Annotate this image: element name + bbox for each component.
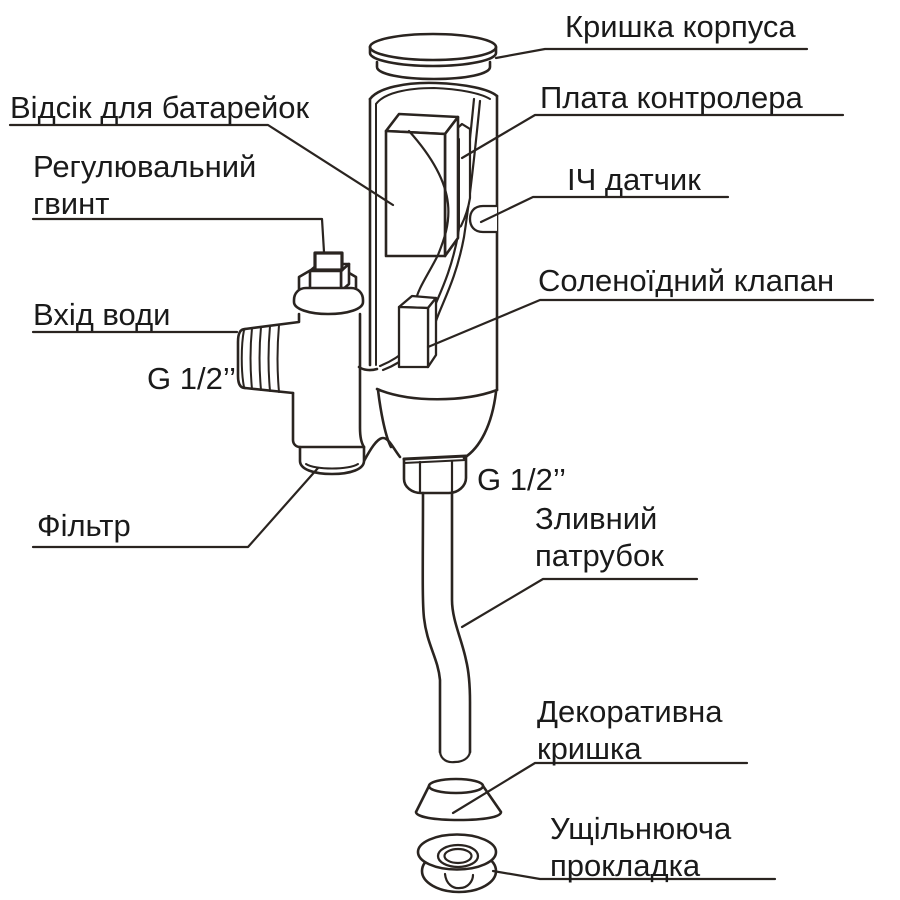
label-sealing-gasket: Ущільнююча прокладка: [550, 811, 732, 883]
drain-pipe-drawing: [421, 491, 472, 764]
leader-cover: [451, 761, 749, 815]
solenoid-box-drawing: [397, 294, 438, 369]
valve-body-drawing: [236, 251, 366, 476]
label-drain-pipe: Зливний патрубок: [535, 501, 664, 573]
cone-body-drawing: [362, 387, 499, 495]
label-filter: Фільтр: [37, 508, 131, 543]
leader-controller-board: [460, 113, 845, 160]
leader-cap: [494, 47, 809, 60]
battery-box-drawing: [384, 112, 460, 258]
leader-battery: [8, 123, 395, 207]
leader-ir-sensor: [479, 195, 730, 224]
label-battery: Відсік для батарейок: [10, 90, 310, 125]
label-solenoid-valve: Соленоїдний клапан: [538, 263, 835, 298]
label-cap: Кришка корпуса: [565, 9, 796, 44]
wire-drawing: [407, 129, 450, 305]
leader-filter: [31, 466, 320, 549]
cap-drawing: [368, 32, 498, 81]
label-decorative-cover: Декоративна кришка: [537, 694, 723, 766]
label-controller-board: Плата контролера: [540, 80, 803, 115]
leader-gasket: [491, 869, 777, 881]
label-adjustment-screw: Регулювальний гвинт: [33, 149, 257, 221]
label-ir-sensor: ІЧ датчик: [567, 162, 701, 197]
leader-screw: [31, 217, 326, 254]
label-inlet-thread: G 1/2’’: [147, 361, 237, 396]
gasket-drawing: [416, 833, 498, 894]
leader-lines: [8, 47, 875, 881]
leader-solenoid: [426, 298, 875, 349]
ir-sensor-drawing: [468, 204, 499, 234]
label-water-inlet: Вхід води: [33, 297, 171, 332]
decorative-cover-drawing: [414, 777, 503, 822]
leader-drain: [460, 577, 699, 629]
label-outlet-thread: G 1/2’’: [477, 462, 567, 497]
